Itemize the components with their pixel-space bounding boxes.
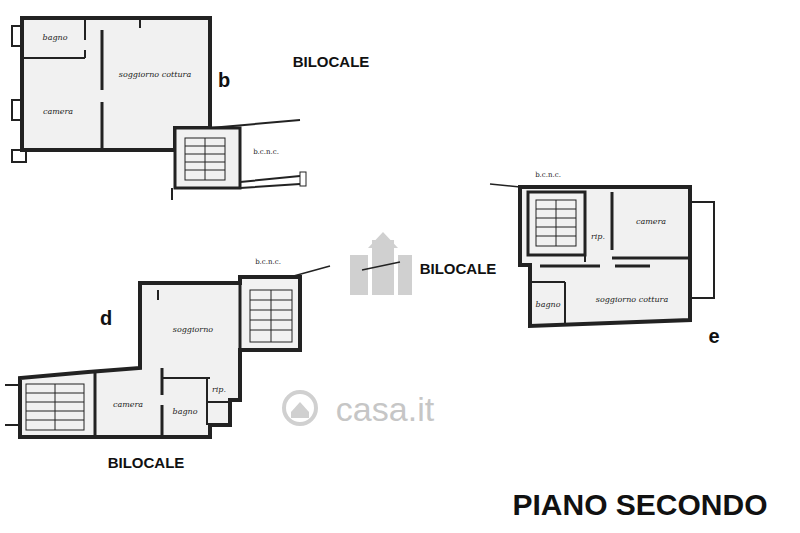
room-label: camera bbox=[636, 218, 666, 226]
unit-type: BILOCALE bbox=[108, 455, 185, 470]
common-area-label: b.c.n.c. bbox=[535, 172, 561, 179]
watermark: casa.it bbox=[336, 392, 434, 426]
unit-letter: b bbox=[218, 70, 230, 90]
room-label: rip. bbox=[591, 233, 605, 241]
room-label: soggiorno cottura bbox=[119, 71, 191, 79]
unit-type: BILOCALE bbox=[293, 54, 370, 69]
room-label: camera bbox=[113, 401, 143, 409]
plan-e bbox=[490, 184, 714, 326]
room-label: bagno bbox=[173, 408, 198, 416]
floor-title: PIANO SECONDO bbox=[512, 490, 767, 520]
plan-b bbox=[12, 18, 306, 200]
unit-letter: e bbox=[708, 326, 719, 346]
room-label: soggiorno bbox=[173, 326, 213, 334]
room-label: bagno bbox=[536, 301, 561, 309]
unit-letter: d bbox=[100, 308, 112, 328]
unit-type: BILOCALE bbox=[420, 261, 497, 276]
common-area-label: b.c.n.c. bbox=[255, 259, 281, 266]
room-label: soggiorno cottura bbox=[596, 296, 668, 304]
room-label: bagno bbox=[43, 34, 68, 42]
common-area-label: b.c.n.c. bbox=[253, 149, 279, 156]
room-label: rip. bbox=[212, 386, 226, 394]
room-label: camera bbox=[43, 108, 73, 116]
